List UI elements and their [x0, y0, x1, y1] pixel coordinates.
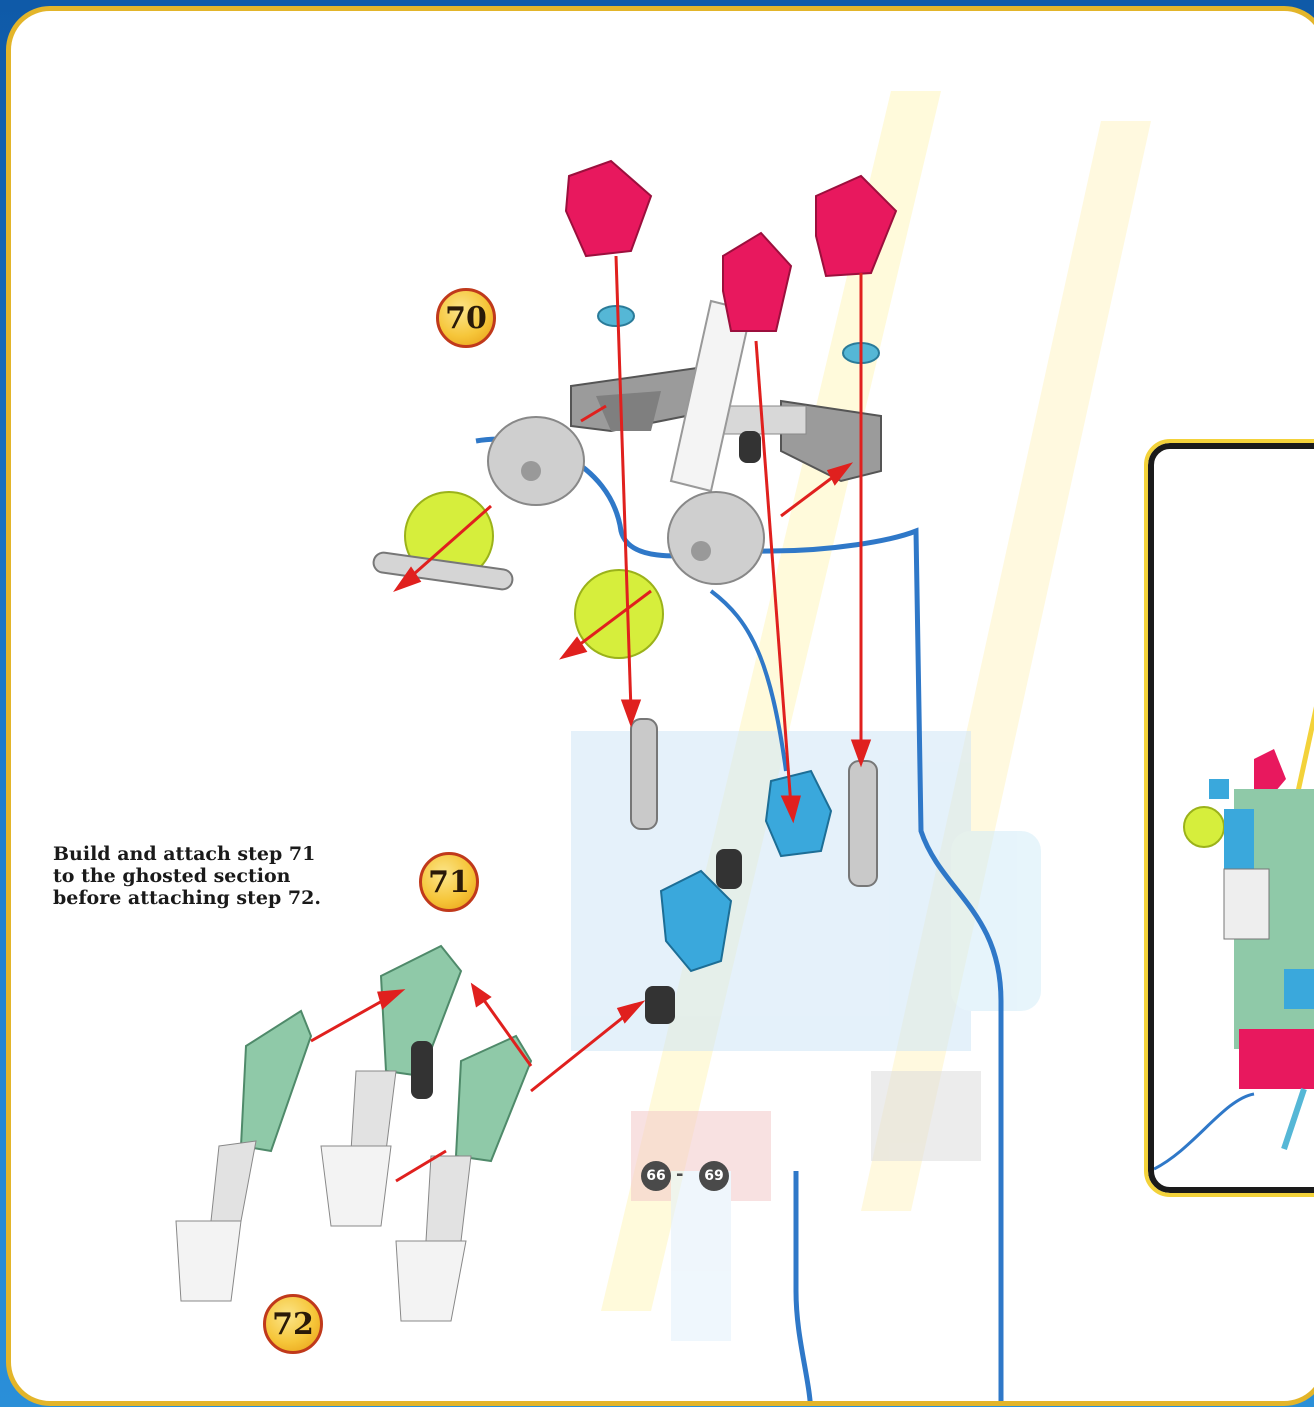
step-71-badge: 71 — [419, 852, 479, 912]
black-connector — [645, 986, 675, 1024]
step-70-badge: 70 — [436, 288, 496, 348]
completed-model-inset — [1148, 443, 1314, 1193]
blue-cable — [796, 1171, 811, 1406]
ref-step-end-badge: 69 — [699, 1161, 729, 1191]
silver-post-right — [849, 761, 877, 886]
instruction-text: Build and attach step 71 to the ghosted … — [53, 843, 353, 909]
assembly-illustration — [11, 11, 1314, 1406]
instruction-page: Build and attach step 71 to the ghosted … — [6, 6, 1314, 1406]
blue-spacer — [598, 306, 634, 326]
completed-model-illustration — [1154, 449, 1314, 1193]
black-connector — [716, 849, 742, 889]
green-arm-left — [176, 1011, 311, 1301]
black-pin — [739, 431, 761, 463]
silver-post-left — [631, 719, 657, 829]
gray-wheel-left — [488, 417, 584, 505]
gray-wheel-right — [668, 492, 764, 584]
ref-step-dash: - — [676, 1164, 683, 1185]
pink-connector-middle — [723, 233, 791, 331]
pink-connector-left — [566, 161, 651, 256]
ref-step-start-badge: 66 — [641, 1161, 671, 1191]
step-72-badge: 72 — [263, 1294, 323, 1354]
